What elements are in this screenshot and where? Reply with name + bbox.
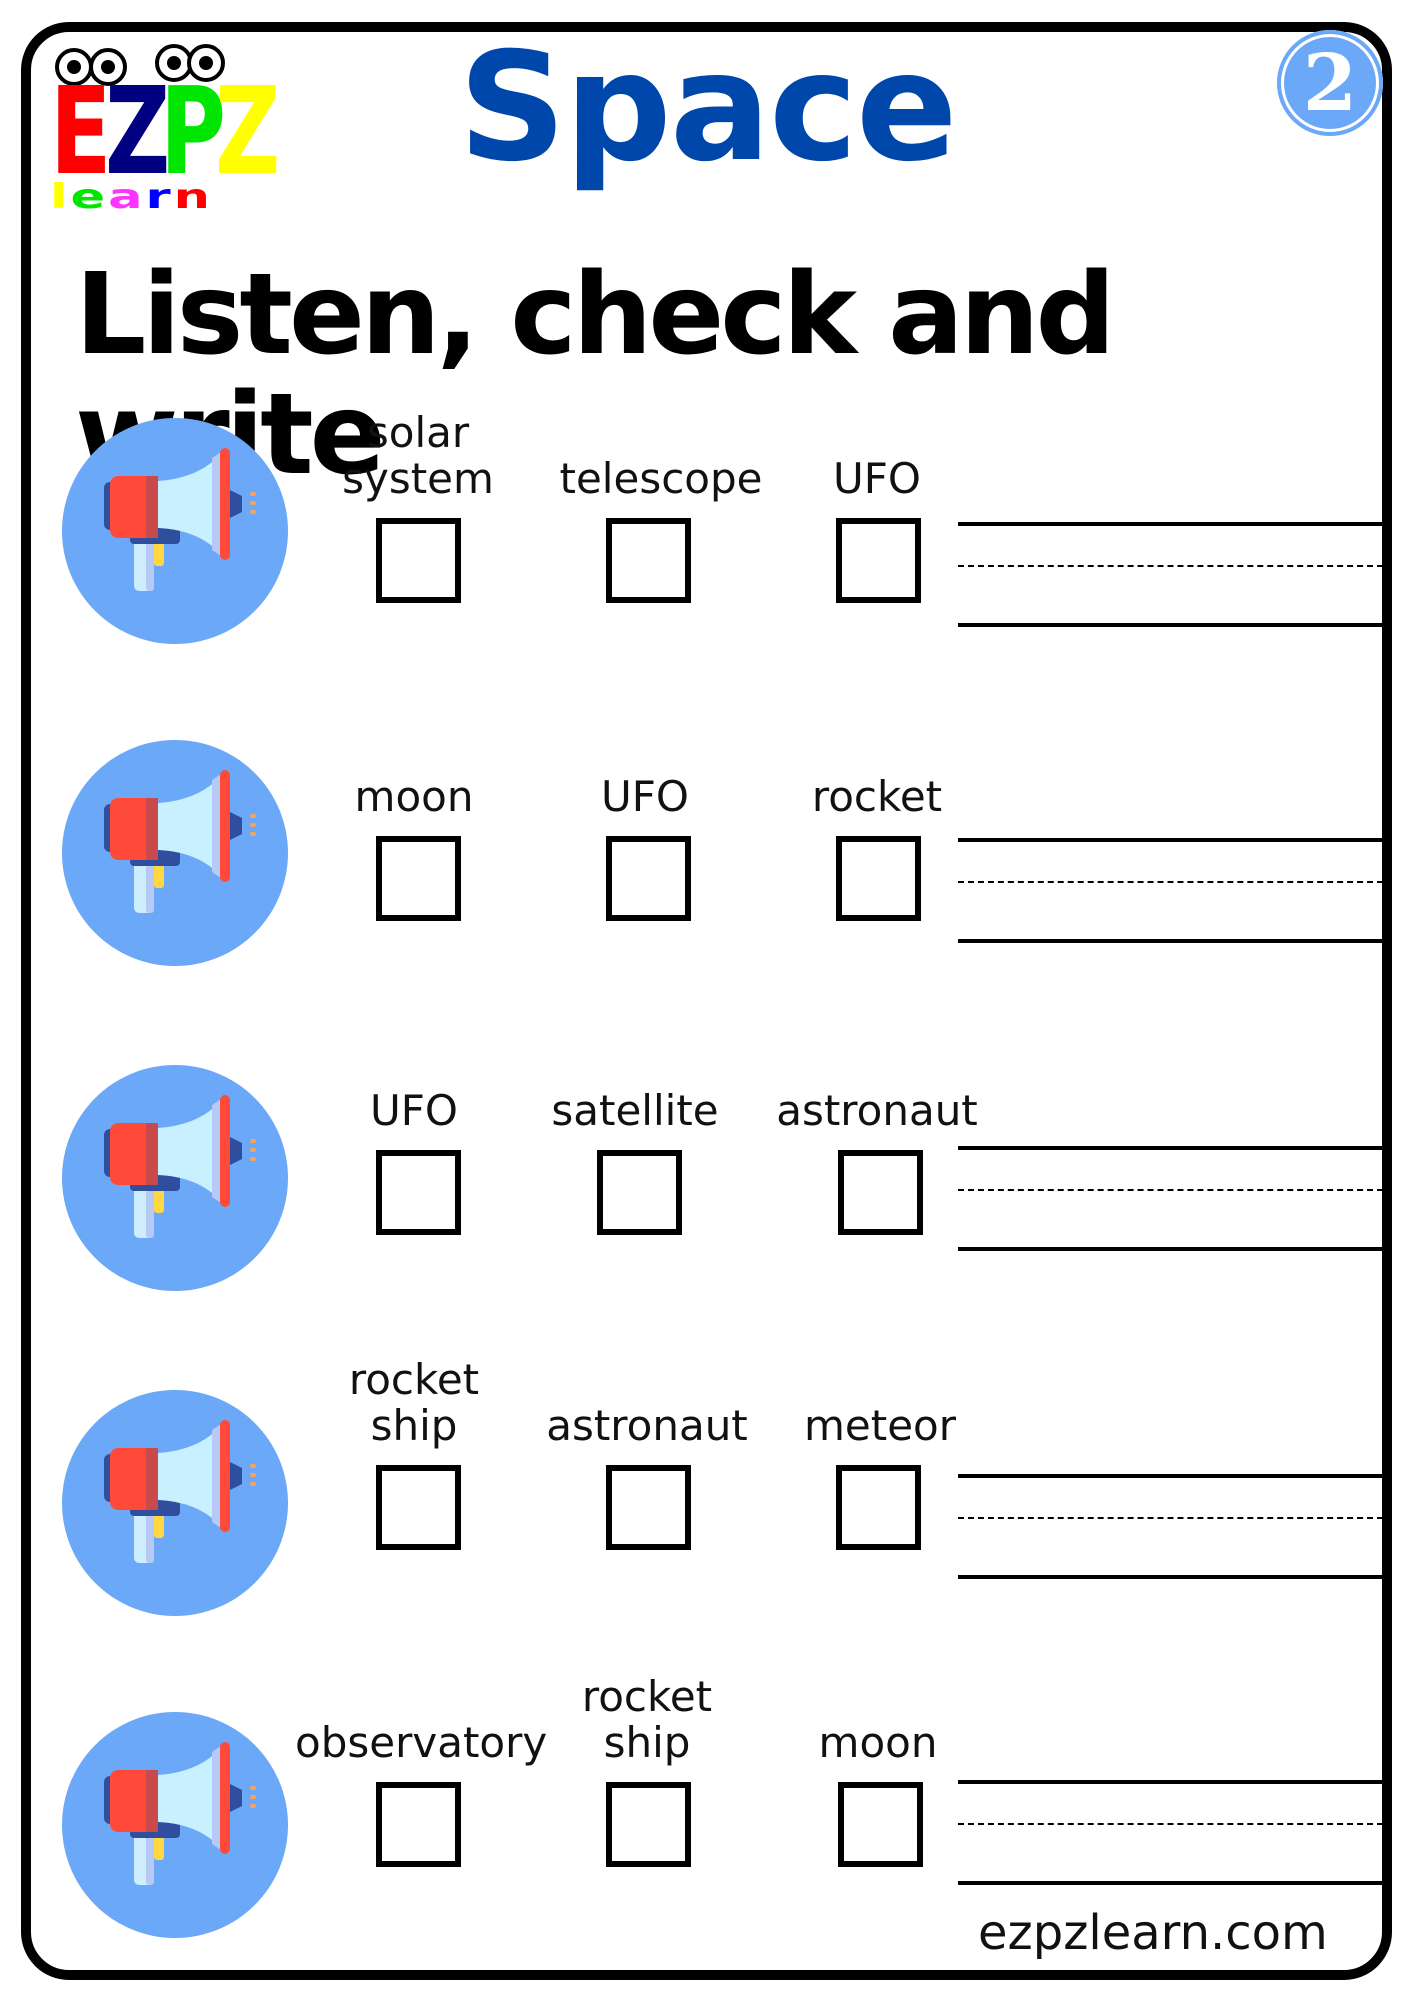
option-label-line: rocket <box>811 772 943 821</box>
top-line <box>958 522 1383 526</box>
logo-sub-letter: e <box>70 177 109 217</box>
option-label-line: ship <box>370 1401 458 1450</box>
eye-icon <box>155 44 193 82</box>
play-audio-button[interactable] <box>62 1065 288 1291</box>
option-checkbox[interactable] <box>836 518 921 603</box>
level-number: 2 <box>1302 37 1358 129</box>
worksheet-frame <box>21 22 1392 1980</box>
option-checkbox[interactable] <box>606 1782 691 1867</box>
top-line <box>958 1780 1383 1784</box>
midline-dashed <box>958 1823 1383 1825</box>
level-badge: 2 <box>1277 30 1383 136</box>
option-checkbox[interactable] <box>836 1465 921 1550</box>
midline-dashed <box>958 881 1383 883</box>
option-label: astronaut <box>532 1403 762 1449</box>
option-label-line: meteor <box>803 1401 957 1450</box>
instructions-heading: Listen, check and write <box>75 250 1116 495</box>
option-label-line: telescope <box>559 454 763 503</box>
option-label-line: observatory <box>295 1718 548 1767</box>
option-label-line: solar <box>366 408 470 457</box>
option-label-line: system <box>342 454 494 503</box>
midline-dashed <box>958 1517 1383 1519</box>
base-line <box>958 939 1383 943</box>
eye-icon <box>187 44 225 82</box>
top-line <box>958 1474 1383 1478</box>
option-checkbox[interactable] <box>376 1782 461 1867</box>
footer-site: ezpzlearn.com <box>978 1905 1328 1961</box>
megaphone-icon <box>104 448 256 591</box>
option-checkbox[interactable] <box>836 836 921 921</box>
megaphone-icon <box>104 1420 256 1563</box>
option-label-line: rocket <box>348 1355 480 1404</box>
option-label: observatory <box>295 1718 548 1767</box>
option-label: astronaut <box>762 1088 992 1134</box>
logo-sub-letter: l <box>50 177 71 217</box>
option-label: UFO <box>530 774 760 820</box>
option-label: UFO <box>762 456 992 502</box>
logo-sub-letter: a <box>108 177 146 217</box>
play-audio-button[interactable] <box>62 1390 288 1616</box>
option-checkbox[interactable] <box>606 836 691 921</box>
page-title: Space <box>458 21 957 195</box>
megaphone-icon <box>104 770 256 913</box>
play-audio-button[interactable] <box>62 1712 288 1938</box>
megaphone-icon <box>104 1095 256 1238</box>
midline-dashed <box>958 1189 1383 1191</box>
eye-icon <box>89 48 127 86</box>
option-label-line: satellite <box>551 1086 719 1135</box>
option-label: UFO <box>299 1088 529 1134</box>
logo-sub-letter: n <box>173 177 214 217</box>
option-label: moon <box>763 1720 993 1766</box>
option-checkbox[interactable] <box>376 836 461 921</box>
top-line <box>958 1146 1383 1150</box>
option-label-line: astronaut <box>546 1401 748 1450</box>
option-checkbox[interactable] <box>597 1150 682 1235</box>
option-label-line: UFO <box>370 1086 458 1135</box>
option-label-line: UFO <box>833 454 921 503</box>
base-line <box>958 1247 1383 1251</box>
eye-icon <box>55 48 93 86</box>
play-audio-button[interactable] <box>62 740 288 966</box>
megaphone-icon <box>104 1742 256 1885</box>
option-label-line: UFO <box>601 772 689 821</box>
option-label-line: moon <box>818 1718 938 1767</box>
midline-dashed <box>958 565 1383 567</box>
option-label: telescope <box>546 456 776 502</box>
base-line <box>958 1575 1383 1579</box>
logo-sub-letter: r <box>145 177 174 217</box>
option-checkbox[interactable] <box>376 1150 461 1235</box>
option-checkbox[interactable] <box>376 1465 461 1550</box>
option-checkbox[interactable] <box>838 1782 923 1867</box>
option-label-line: ship <box>603 1718 691 1767</box>
option-label: moon <box>299 774 529 820</box>
play-audio-button[interactable] <box>62 418 288 644</box>
option-checkbox[interactable] <box>606 518 691 603</box>
option-label-line: rocket <box>581 1672 713 1721</box>
top-line <box>958 838 1383 842</box>
option-checkbox[interactable] <box>606 1465 691 1550</box>
option-label-line: astronaut <box>776 1086 978 1135</box>
option-checkbox[interactable] <box>376 518 461 603</box>
base-line <box>958 1881 1383 1885</box>
base-line <box>958 623 1383 627</box>
option-checkbox[interactable] <box>838 1150 923 1235</box>
option-label: meteor <box>765 1403 995 1449</box>
option-label-line: moon <box>354 772 474 821</box>
option-label: rocket <box>762 774 992 820</box>
option-label: satellite <box>520 1088 750 1134</box>
